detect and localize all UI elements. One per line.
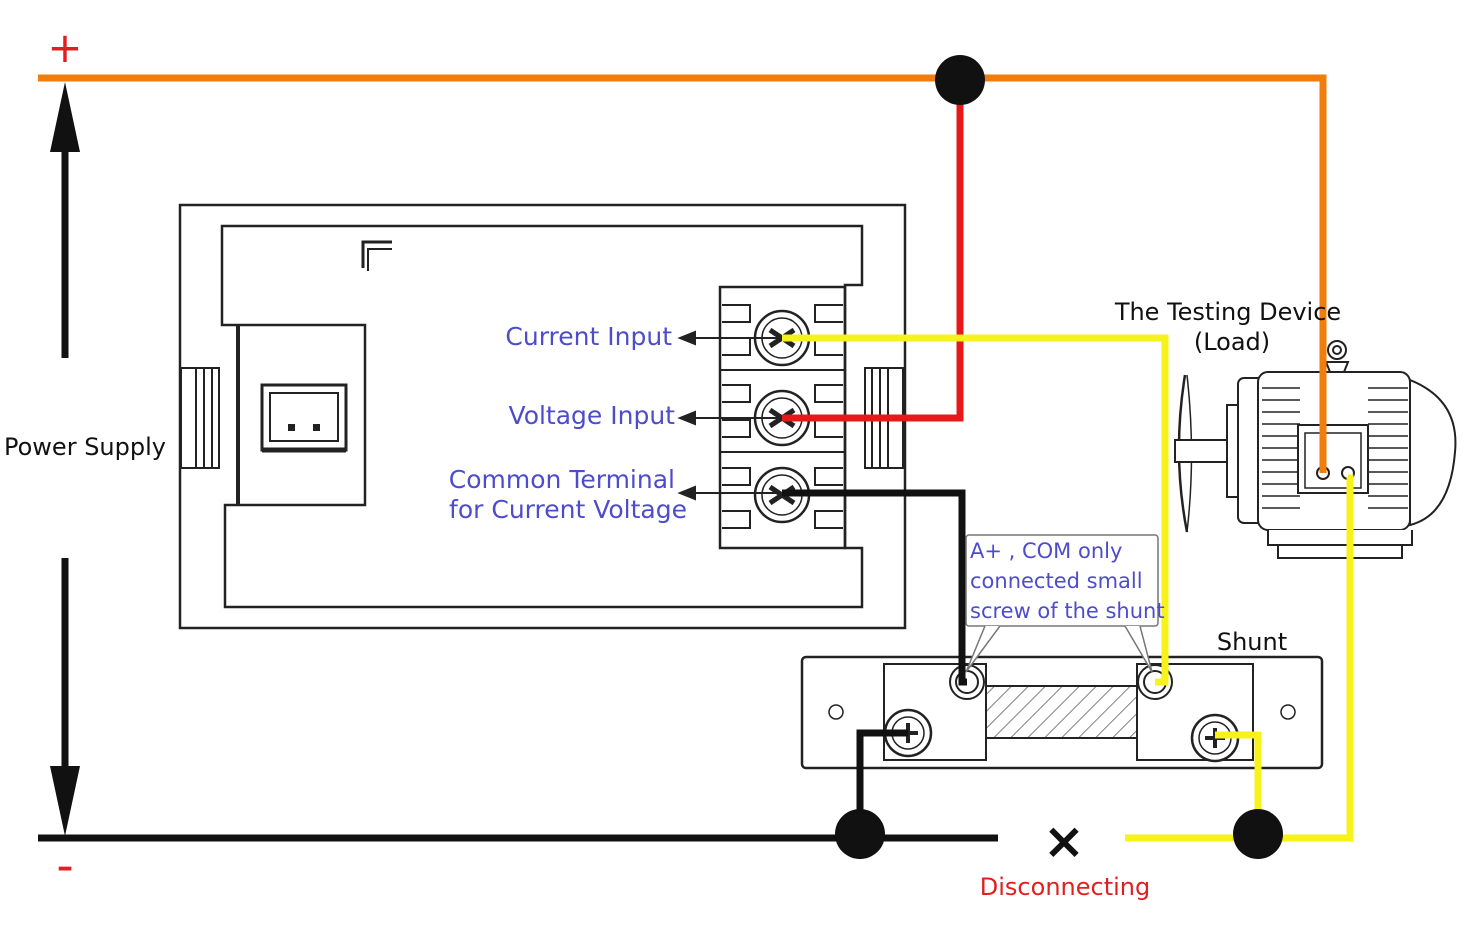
disconnecting-label: Disconnecting — [980, 873, 1150, 901]
common-terminal-label-line1: Common Terminal — [449, 465, 675, 494]
note-line2: connected small — [970, 569, 1143, 593]
shunt — [800, 655, 1324, 770]
junction-dot-positive — [935, 55, 985, 105]
shunt-base — [800, 655, 1324, 770]
voltage-input-label: Voltage Input — [509, 401, 676, 430]
left-clip — [180, 367, 220, 469]
motor-load-icon — [1174, 340, 1457, 559]
corner-mark-icon — [361, 240, 392, 268]
note-line1: A+ , COM only — [970, 539, 1122, 563]
testing-device-label-line1: The Testing Device — [1114, 298, 1341, 326]
connector-socket-icon — [260, 383, 348, 453]
wire-voltage — [782, 80, 964, 422]
power-supply-arrows — [50, 82, 80, 836]
terminal-arrows — [677, 330, 782, 501]
wire-shunt-negative — [856, 729, 908, 836]
testing-device-label-line2: (Load) — [1194, 328, 1270, 356]
power-supply-label: Power Supply — [4, 433, 166, 461]
arrow-down-icon — [50, 766, 80, 836]
wire-current — [782, 334, 1169, 686]
junction-dot-negative — [835, 809, 885, 859]
plus-sign: + — [47, 23, 82, 72]
common-terminal-label-line2: for Current Voltage — [449, 495, 687, 524]
shunt-mount-hole-left — [828, 704, 844, 720]
junction-dot-load — [1233, 809, 1283, 859]
arrow-up-icon — [50, 82, 80, 152]
wire-positive — [38, 74, 1327, 473]
minus-sign: - — [56, 838, 73, 894]
meter-inner-panel — [220, 224, 864, 609]
shunt-note-callout — [965, 534, 1159, 673]
note-line3: screw of the shunt — [970, 599, 1165, 623]
wire-common — [782, 489, 967, 686]
shunt-label: Shunt — [1217, 628, 1287, 656]
shunt-mount-hole-right — [1280, 704, 1296, 720]
current-input-label: Current Input — [505, 322, 672, 351]
wire-shunt-load — [1215, 731, 1262, 836]
disconnect-x-icon: × — [1043, 812, 1085, 870]
shunt-resistor — [985, 685, 1138, 739]
